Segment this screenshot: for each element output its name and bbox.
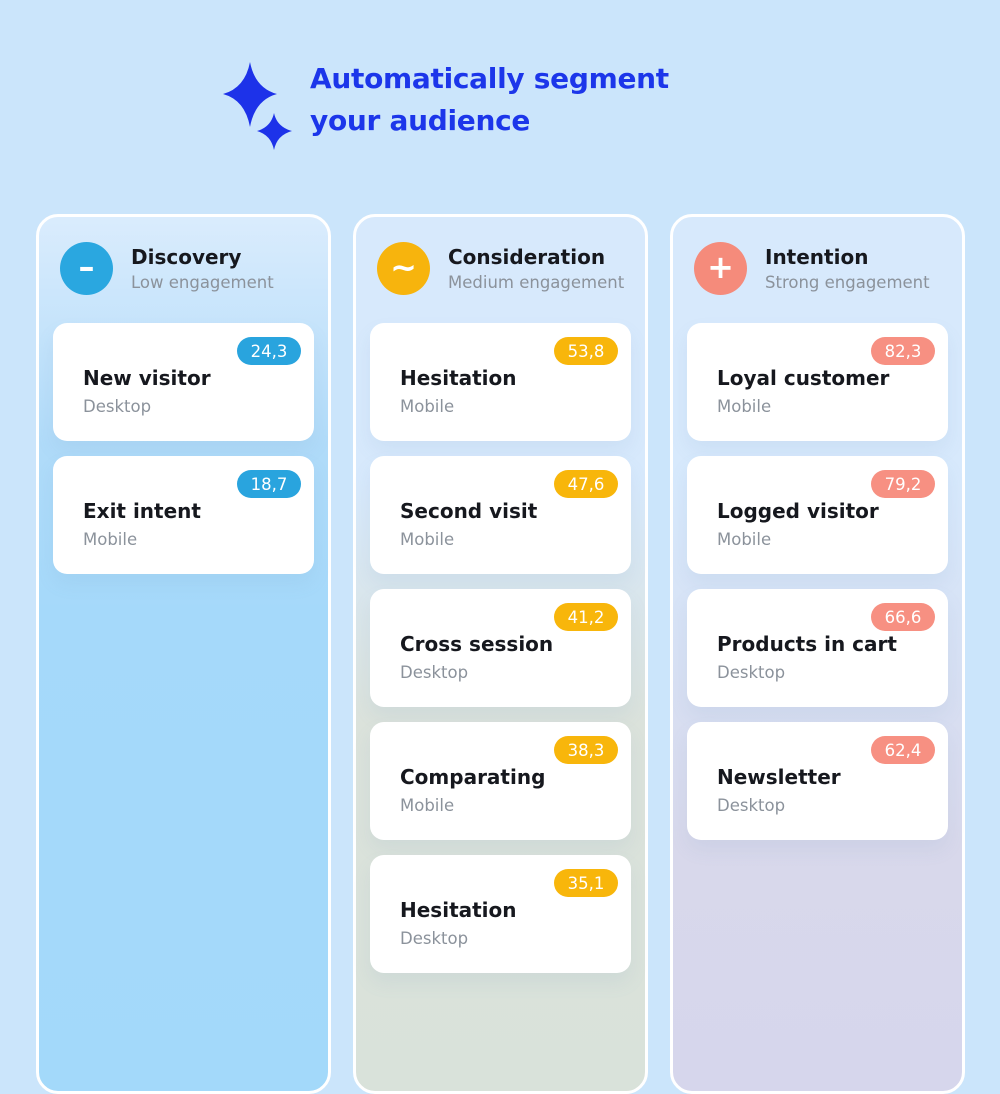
segment-card[interactable]: 47,6 Second visit Mobile bbox=[370, 456, 631, 574]
minus-icon: – bbox=[60, 242, 113, 295]
card-list: 53,8 Hesitation Mobile 47,6 Second visit… bbox=[356, 320, 645, 973]
segment-card[interactable]: 41,2 Cross session Desktop bbox=[370, 589, 631, 707]
score-badge: 79,2 bbox=[871, 470, 935, 498]
segment-device: Desktop bbox=[717, 796, 786, 815]
card-list: 82,3 Loyal customer Mobile 79,2 Logged v… bbox=[673, 320, 962, 840]
segment-card[interactable]: 18,7 Exit intent Mobile bbox=[53, 456, 314, 574]
segment-name: Comparating bbox=[400, 765, 546, 789]
score-badge: 53,8 bbox=[554, 337, 618, 365]
page-title: Automatically segment your audience bbox=[310, 58, 669, 142]
segment-device: Desktop bbox=[400, 663, 469, 682]
segment-name: Hesitation bbox=[400, 898, 517, 922]
segment-card[interactable]: 62,4 Newsletter Desktop bbox=[687, 722, 948, 840]
segment-card[interactable]: 79,2 Logged visitor Mobile bbox=[687, 456, 948, 574]
segment-name: Products in cart bbox=[717, 632, 897, 656]
column-consideration: ~ Consideration Medium engagement 53,8 H… bbox=[353, 214, 648, 1094]
column-title: Intention bbox=[765, 245, 869, 269]
segment-device: Desktop bbox=[83, 397, 152, 416]
segment-device: Desktop bbox=[717, 663, 786, 682]
column-header: – Discovery Low engagement bbox=[39, 217, 328, 320]
segment-device: Mobile bbox=[400, 397, 455, 416]
segment-device: Mobile bbox=[717, 530, 772, 549]
segment-card[interactable]: 82,3 Loyal customer Mobile bbox=[687, 323, 948, 441]
wave-icon: ~ bbox=[377, 242, 430, 295]
segment-name: Cross session bbox=[400, 632, 554, 656]
score-badge: 47,6 bbox=[554, 470, 618, 498]
score-badge: 41,2 bbox=[554, 603, 618, 631]
segment-card[interactable]: 38,3 Comparating Mobile bbox=[370, 722, 631, 840]
segment-device: Mobile bbox=[83, 530, 138, 549]
column-intention: + Intention Strong engagement 82,3 Loyal… bbox=[670, 214, 965, 1094]
column-title: Consideration bbox=[448, 245, 606, 269]
score-badge: 35,1 bbox=[554, 869, 618, 897]
column-subtitle: Medium engagement bbox=[448, 273, 625, 292]
segment-device: Mobile bbox=[717, 397, 772, 416]
plus-icon: + bbox=[694, 242, 747, 295]
segment-name: Loyal customer bbox=[717, 366, 890, 390]
score-badge: 38,3 bbox=[554, 736, 618, 764]
sparkles-icon bbox=[223, 62, 293, 150]
segment-name: Logged visitor bbox=[717, 499, 879, 523]
segment-name: Newsletter bbox=[717, 765, 841, 789]
column-header: + Intention Strong engagement bbox=[673, 217, 962, 320]
segment-device: Mobile bbox=[400, 530, 455, 549]
segment-name: Exit intent bbox=[83, 499, 201, 523]
segment-name: Second visit bbox=[400, 499, 538, 523]
segment-device: Desktop bbox=[400, 929, 469, 948]
score-badge: 24,3 bbox=[237, 337, 301, 365]
score-badge: 62,4 bbox=[871, 736, 935, 764]
column-subtitle: Low engagement bbox=[131, 273, 274, 292]
column-subtitle: Strong engagement bbox=[765, 273, 930, 292]
columns-container: – Discovery Low engagement 24,3 New visi… bbox=[36, 214, 965, 1094]
score-badge: 66,6 bbox=[871, 603, 935, 631]
segment-device: Mobile bbox=[400, 796, 455, 815]
segment-card[interactable]: 53,8 Hesitation Mobile bbox=[370, 323, 631, 441]
page-title-line2: your audience bbox=[310, 104, 531, 137]
column-header: ~ Consideration Medium engagement bbox=[356, 217, 645, 320]
segment-card[interactable]: 24,3 New visitor Desktop bbox=[53, 323, 314, 441]
segment-card[interactable]: 35,1 Hesitation Desktop bbox=[370, 855, 631, 973]
card-list: 24,3 New visitor Desktop 18,7 Exit inten… bbox=[39, 320, 328, 574]
column-title: Discovery bbox=[131, 245, 242, 269]
segment-name: Hesitation bbox=[400, 366, 517, 390]
score-badge: 82,3 bbox=[871, 337, 935, 365]
page-title-line1: Automatically segment bbox=[310, 62, 669, 95]
column-discovery: – Discovery Low engagement 24,3 New visi… bbox=[36, 214, 331, 1094]
score-badge: 18,7 bbox=[237, 470, 301, 498]
segment-card[interactable]: 66,6 Products in cart Desktop bbox=[687, 589, 948, 707]
segment-name: New visitor bbox=[83, 366, 211, 390]
